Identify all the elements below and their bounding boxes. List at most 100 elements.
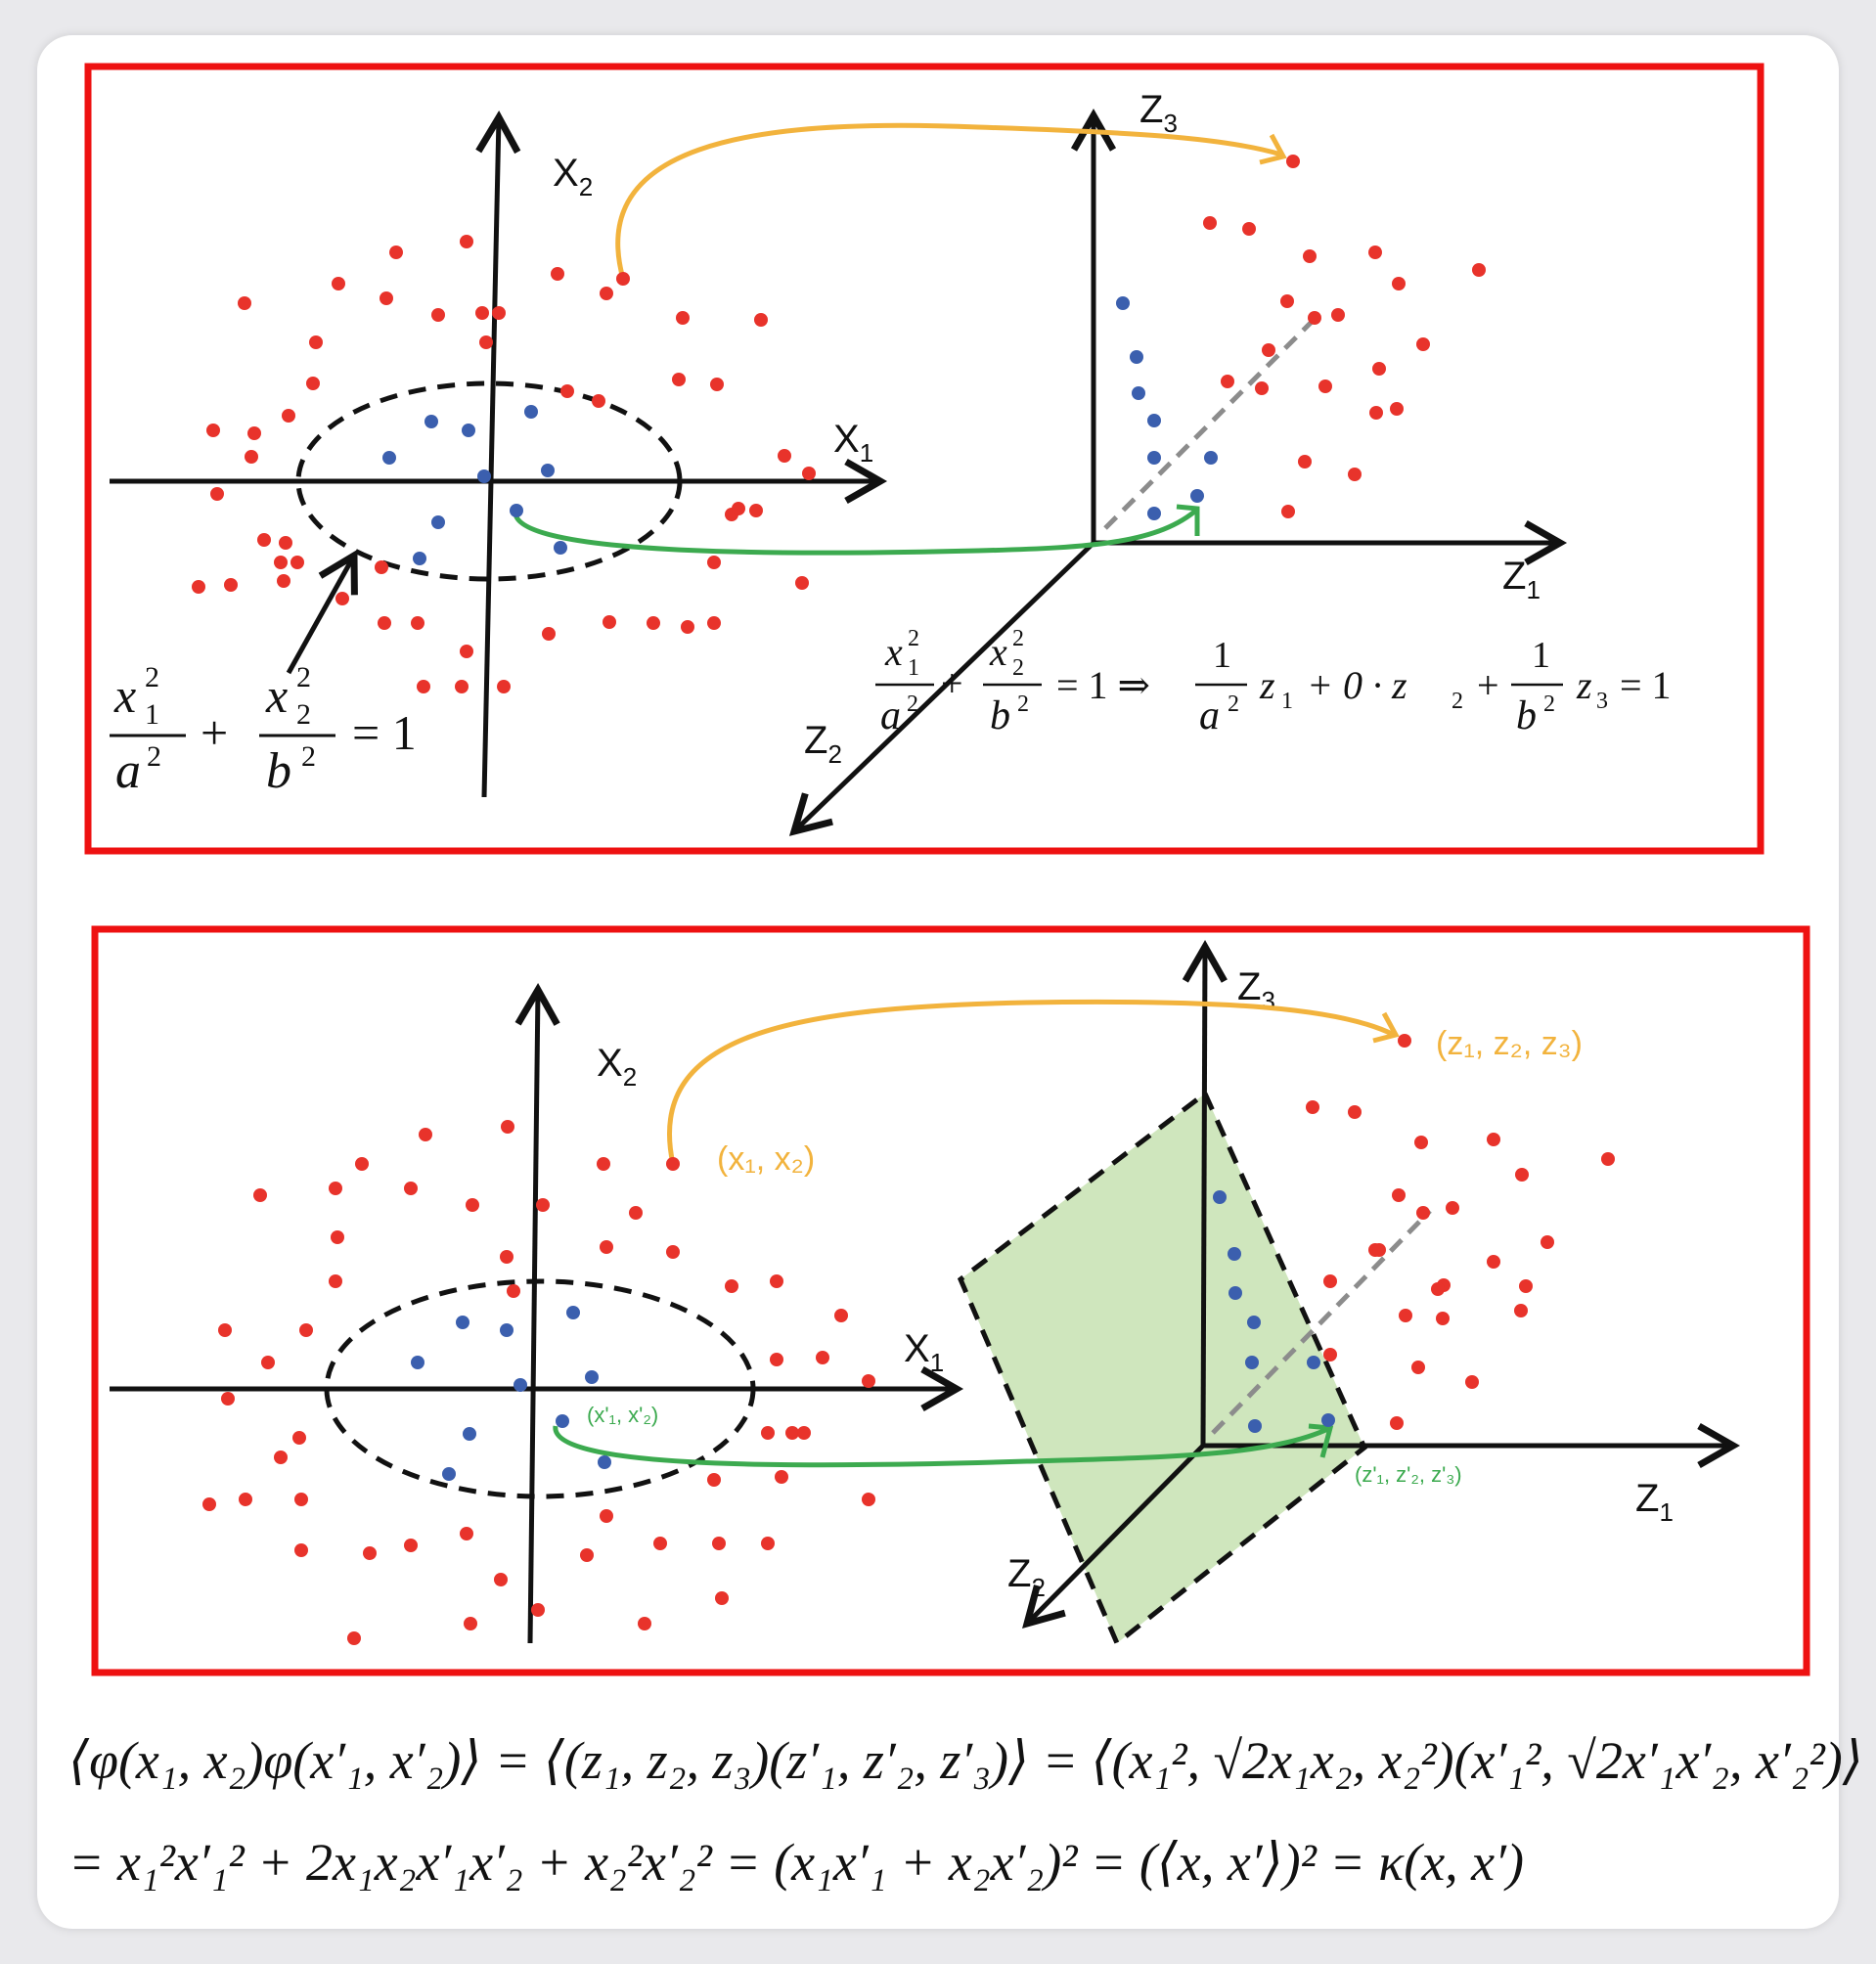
outer-point [770,1353,783,1366]
outer-point [279,536,292,550]
svg-text:+: + [201,705,228,760]
bottom-panel: X1 X2 Z1 Z3 Z2 (x₁, x₂) (z₁, z₂, z₃) (x'… [91,925,1810,1676]
mapped-outer-point [1601,1152,1615,1166]
outer-point [294,1543,308,1557]
outer-point [239,1493,252,1506]
svg-text:+ 0 · z: + 0 · z [1307,663,1407,707]
outer-point [375,560,388,574]
top-yellow-mapping-arrow [615,122,1282,280]
mapped-outer-point [1390,402,1404,416]
outer-point [404,1182,418,1195]
mapped-outer-point [1411,1361,1425,1374]
bottom-yellow-arrowhead [1372,1011,1400,1044]
bottom-mapped-outer-points [1306,1034,1615,1430]
outer-point [464,1617,477,1630]
mapped-outer-point [1318,379,1332,393]
svg-text:1: 1 [1281,689,1293,714]
outer-point [332,277,345,290]
outer-point [754,313,768,327]
mapped-outer-point [1514,1304,1528,1317]
outer-point [795,576,809,590]
mapped-inner-point [1204,451,1218,465]
svg-text:x: x [884,630,903,674]
mapped-outer-point [1323,1348,1337,1361]
mapped-inner-point [1248,1419,1262,1433]
outer-point [389,246,403,259]
top-x2-axis [475,110,521,798]
mapped-outer-point [1368,246,1382,259]
inner-point [413,552,426,565]
svg-text:1: 1 [908,655,919,681]
mapped-inner-point [1190,489,1204,503]
mapped-outer-point [1392,277,1406,290]
outer-point [274,556,288,569]
svg-text:2: 2 [301,740,316,773]
bottom-green-mapping-arrow [553,1425,1332,1468]
top-ellipse-equation: x 1 2 a 2 + x 2 2 b 2 = 1 [110,661,417,799]
svg-text:= 1: = 1 [352,705,417,760]
outer-point [460,1527,473,1540]
outer-point [253,1188,267,1202]
inner-point [585,1370,599,1384]
top-outer-points [192,235,816,693]
outer-point [715,1591,729,1605]
outer-point [274,1451,288,1464]
mapped-outer-point [1348,1105,1362,1119]
svg-text:2: 2 [1228,692,1239,717]
outer-point [335,592,349,605]
outer-point [816,1351,829,1364]
outer-point [501,1120,514,1134]
mapped-outer-point [1446,1201,1459,1215]
outer-point [417,680,430,693]
mapped-outer-point [1392,1188,1406,1202]
mapped-outer-point [1221,375,1234,388]
bottom-outer-points [202,1120,875,1645]
bottom-decision-ellipse [324,1278,756,1499]
mapped-outer-point [1399,1309,1412,1322]
mapped-outer-point [1416,1206,1430,1220]
outer-point [218,1323,232,1337]
outer-point [419,1128,432,1141]
svg-text:2: 2 [907,692,918,717]
separating-plane [957,1090,1368,1647]
outer-point [290,556,304,569]
kernel-equation-line-1: ⟨φ(x₁, x₂)φ(x′₁, x′₂)⟩ = ⟨(z₁, z₂, z₃)(z… [68,1731,1863,1790]
outer-point [411,616,424,630]
mapped-outer-point [1286,155,1300,168]
mapped-inner-point [1247,1316,1261,1329]
outer-point [862,1493,875,1506]
svg-text:1: 1 [1532,635,1550,676]
top-mapped-outer-points [1203,155,1486,518]
svg-text:2: 2 [1543,692,1555,717]
outer-point [597,1157,610,1171]
bottom-z1-label: Z1 [1635,1477,1674,1527]
outer-point [761,1426,775,1440]
bottom-z2-label: Z2 [1007,1552,1046,1602]
top-ellipse-pointer-arrow [286,549,358,675]
top-inner-points [382,405,567,565]
outer-point [732,502,745,515]
bottom-mapped-inner-points [1213,1190,1335,1433]
mapped-outer-point [1348,468,1362,481]
mapped-inner-point [1321,1413,1335,1427]
mapped-inner-point [1147,451,1161,465]
bottom-x2-label: X2 [597,1042,637,1092]
mapped-outer-point [1369,406,1383,420]
svg-text:2: 2 [145,661,159,693]
bottom-x1-label: X1 [904,1327,944,1377]
outer-point [653,1537,667,1550]
outer-point [778,449,791,463]
top-panel-frame [84,63,1764,855]
mapped-outer-point [1308,311,1321,325]
outer-point [770,1274,783,1288]
svg-text:2: 2 [908,626,919,651]
top-green-arrowhead [1176,504,1200,536]
svg-text:x: x [265,668,288,723]
inner-point [598,1455,611,1469]
svg-text:+: + [941,661,963,705]
outer-point [224,578,238,592]
outer-point [431,308,445,322]
outer-point [460,645,473,658]
inner-point [442,1467,456,1481]
